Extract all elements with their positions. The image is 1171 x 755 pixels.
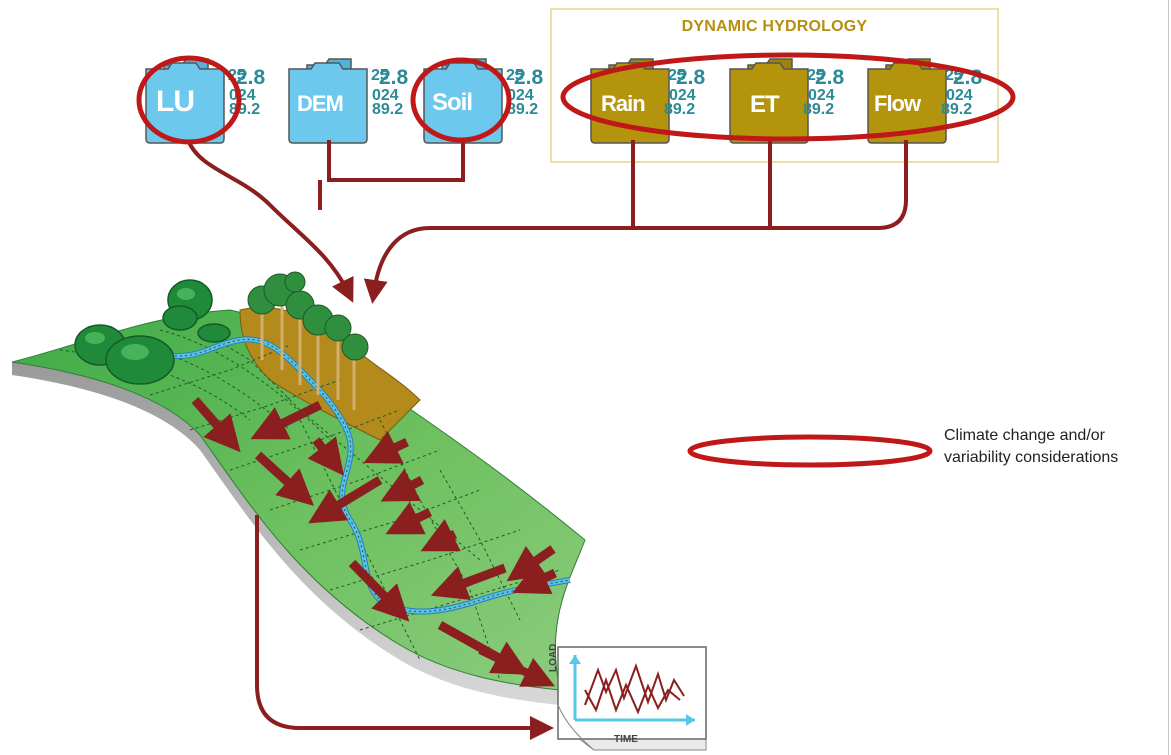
dynamic-hydrology-title: DYNAMIC HYDROLOGY (681, 18, 868, 35)
chart-y-axis-label: LOAD (548, 643, 559, 672)
folder-label-lu: LU (156, 85, 195, 118)
number-89-2: 89.2 (372, 101, 404, 118)
number-89-2: 89.2 (664, 101, 696, 118)
number-2-8: 2.8 (676, 66, 706, 89)
dynamic-hydrology-box: DYNAMIC HYDROLOGY (550, 8, 999, 163)
number-024: 024 (507, 87, 534, 104)
direct-route-arrow (255, 515, 554, 740)
number-89-2: 89.2 (803, 101, 835, 118)
number-024: 024 (372, 87, 399, 104)
outlet-arrow (478, 646, 555, 687)
number-2-8: 2.8 (815, 66, 845, 89)
load-time-chart (557, 646, 707, 751)
page-right-border (1168, 0, 1169, 755)
number-25: 25 (506, 67, 524, 84)
folder-label-soil: Soil (432, 89, 473, 116)
number-024: 024 (669, 87, 696, 104)
number-89-2: 89.2 (507, 101, 539, 118)
folder-icon-soil: Soil (420, 55, 520, 144)
folder-icon-et: ET (726, 55, 826, 144)
legend-climate-text: Climate change and/or variability consid… (944, 427, 1119, 466)
folder-label-dem: DEM (297, 91, 344, 116)
number-25: 25 (807, 67, 825, 84)
number-2-8: 2.8 (236, 66, 266, 89)
number-2-8: 2.8 (379, 66, 409, 89)
folder-label-rain: Rain (601, 91, 646, 116)
number-024: 024 (808, 87, 835, 104)
static-input-connectors (186, 139, 465, 303)
number-89-2: 89.2 (941, 101, 973, 118)
dynamic-input-connectors (363, 140, 908, 304)
chart-x-axis-label: TIME (614, 734, 638, 745)
number-25: 25 (668, 67, 686, 84)
number-25: 25 (371, 67, 389, 84)
folder-icon-flow: Flow (864, 55, 964, 144)
number-2-8: 2.8 (514, 66, 544, 89)
folder-icon-dem: DEM (285, 55, 385, 144)
number-024: 024 (946, 87, 973, 104)
trees (247, 271, 369, 410)
climate-highlight-rings (136, 52, 1016, 468)
overland-flow-arrows (191, 397, 557, 675)
folder-label-flow: Flow (874, 91, 921, 116)
folder-label-et: ET (750, 91, 780, 118)
